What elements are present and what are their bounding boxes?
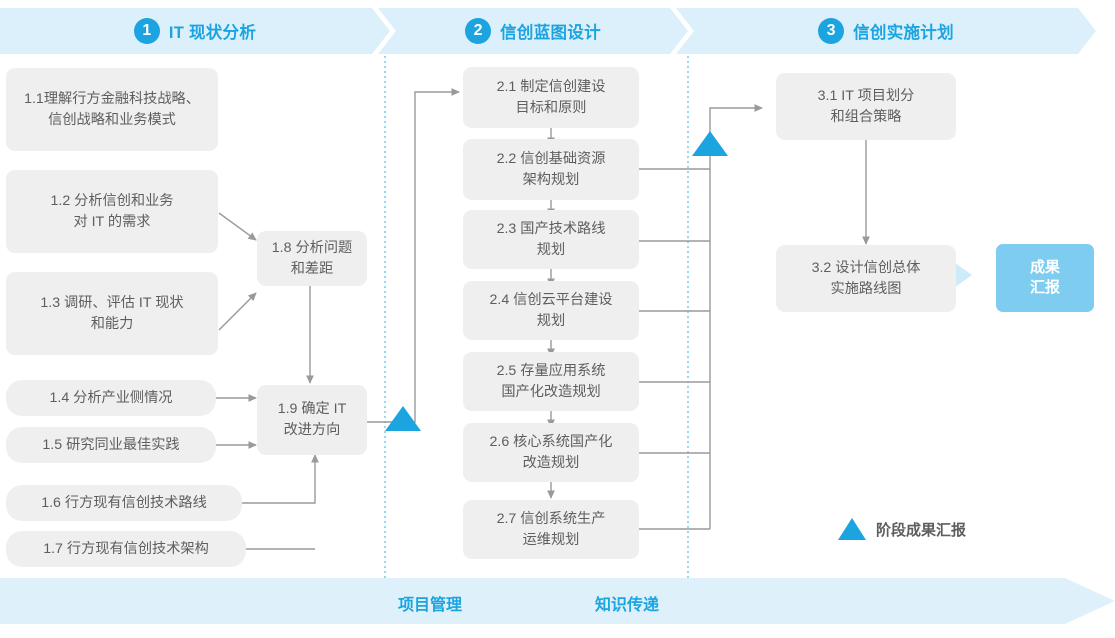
edge-1-6-to-1-9 <box>242 454 319 504</box>
phase-2-number: 2 <box>465 18 492 44</box>
milestone-triangle-phase2 <box>692 131 728 156</box>
bottom-label-knowledge-transfer: 知识传递 <box>595 597 660 614</box>
node-1-4-label: 1.4 分析产业侧情况 <box>49 389 173 406</box>
phase-3-number: 3 <box>818 18 845 44</box>
node-1-4[interactable]: 1.4 分析产业侧情况 <box>6 380 216 416</box>
bottom-label-project-management: 项目管理 <box>398 597 463 614</box>
phase-band-3: 3 信创实施计划 <box>676 8 1096 54</box>
node-3-1[interactable]: 3.1 IT 项目划分和组合策略 <box>776 73 956 140</box>
node-2-5[interactable]: 2.5 存量应用系统国产化改造规划 <box>463 352 639 411</box>
node-2-2[interactable]: 2.2 信创基础资源架构规划 <box>463 139 639 200</box>
node-2-3[interactable]: 2.3 国产技术路线规划 <box>463 210 639 269</box>
node-1-6[interactable]: 1.6 行方现有信创技术路线 <box>6 485 242 521</box>
node-2-7-label: 2.7 信创系统生产运维规划 <box>496 510 606 548</box>
triangle-icon <box>838 518 866 540</box>
node-1-8-label: 1.8 分析问题和差距 <box>271 239 353 277</box>
node-2-3-label: 2.3 国产技术路线规划 <box>496 220 606 258</box>
node-1-7-label: 1.7 行方现有信创技术架构 <box>43 540 209 557</box>
node-2-4[interactable]: 2.4 信创云平台建设规划 <box>463 281 639 340</box>
bus-vertical <box>709 104 763 529</box>
phase-1-label: 1 IT 现状分析 <box>133 18 257 44</box>
bottom-band: 项目管理 知识传递 <box>0 578 1115 624</box>
milestone-triangle-phase1 <box>385 406 421 431</box>
phase-2-label: 2 信创蓝图设计 <box>465 18 601 44</box>
node-1-3[interactable]: 1.3 调研、评估 IT 现状和能力 <box>6 272 218 355</box>
phase-band-1: 1 IT 现状分析 <box>0 8 390 54</box>
legend-milestone-label: 阶段成果汇报 <box>876 521 967 539</box>
phase-1-title: IT 现状分析 <box>168 24 257 42</box>
node-1-8[interactable]: 1.8 分析问题和差距 <box>257 231 367 286</box>
node-2-4-label: 2.4 信创云平台建设规划 <box>489 291 613 329</box>
phase-1-number: 1 <box>133 18 160 44</box>
result-report-label: 成果汇报 <box>1029 258 1060 296</box>
node-1-1-label: 1.1理解行方金融科技战略、信创战略和业务模式 <box>24 90 200 128</box>
node-1-3-label: 1.3 调研、评估 IT 现状和能力 <box>40 294 184 332</box>
node-2-6-label: 2.6 核心系统国产化改造规划 <box>489 433 613 471</box>
edge-1-2-to-1-8 <box>218 212 257 241</box>
node-1-7[interactable]: 1.7 行方现有信创技术架构 <box>6 531 246 567</box>
node-1-1[interactable]: 1.1理解行方金融科技战略、信创战略和业务模式 <box>6 68 218 151</box>
node-2-7[interactable]: 2.7 信创系统生产运维规划 <box>463 500 639 559</box>
node-2-1-label: 2.1 制定信创建设目标和原则 <box>496 78 606 116</box>
node-3-2-label: 3.2 设计信创总体实施路线图 <box>811 259 921 297</box>
result-report-box[interactable]: 成果汇报 <box>996 244 1094 312</box>
node-1-5[interactable]: 1.5 研究同业最佳实践 <box>6 427 216 463</box>
edge-1-3-to-1-8 <box>218 292 257 331</box>
node-1-6-label: 1.6 行方现有信创技术路线 <box>41 494 207 511</box>
node-1-2[interactable]: 1.2 分析信创和业务对 IT 的需求 <box>6 170 218 253</box>
phase-3-label: 3 信创实施计划 <box>818 18 954 44</box>
bottom-band-shape <box>0 578 1115 624</box>
node-2-6[interactable]: 2.6 核心系统国产化改造规划 <box>463 423 639 482</box>
node-1-5-label: 1.5 研究同业最佳实践 <box>42 436 180 453</box>
edge-1-9-to-2-1 <box>367 88 460 423</box>
node-1-2-label: 1.2 分析信创和业务对 IT 的需求 <box>50 192 174 230</box>
node-2-5-label: 2.5 存量应用系统国产化改造规划 <box>496 362 606 400</box>
node-3-1-label: 3.1 IT 项目划分和组合策略 <box>817 87 915 125</box>
legend-milestone: 阶段成果汇报 <box>838 518 966 540</box>
node-2-2-label: 2.2 信创基础资源架构规划 <box>496 150 606 188</box>
phase-3-title: 信创实施计划 <box>853 24 954 42</box>
node-3-2[interactable]: 3.2 设计信创总体实施路线图 <box>776 245 956 312</box>
phase-2-title: 信创蓝图设计 <box>500 24 601 42</box>
node-2-1[interactable]: 2.1 制定信创建设目标和原则 <box>463 67 639 128</box>
phase-band-2: 2 信创蓝图设计 <box>378 8 688 54</box>
